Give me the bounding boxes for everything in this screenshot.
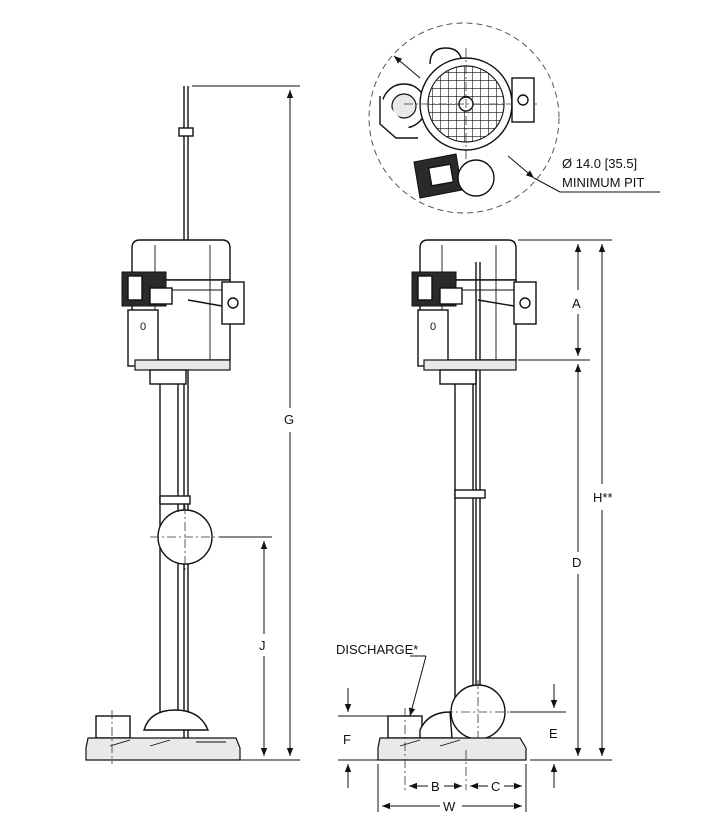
dimension-a: A bbox=[518, 239, 612, 361]
dimension-b: B bbox=[409, 779, 462, 794]
label-a: A bbox=[572, 296, 581, 311]
label-f: F bbox=[343, 732, 351, 747]
label-c: C bbox=[491, 779, 500, 794]
label-w: W bbox=[443, 799, 456, 814]
dimension-w: W bbox=[377, 764, 522, 814]
motor-mark-right: 0 bbox=[430, 321, 436, 333]
dimension-j: J bbox=[220, 536, 272, 756]
side-view-left: 0 bbox=[85, 86, 245, 764]
label-b: B bbox=[431, 779, 440, 794]
pit-diameter-label: Ø 14.0 [35.5] bbox=[562, 156, 637, 171]
discharge-callout: DISCHARGE* bbox=[336, 642, 427, 717]
label-g: G bbox=[284, 412, 294, 427]
dimension-e: E bbox=[510, 684, 566, 788]
dimension-d: D bbox=[572, 364, 581, 756]
motor-mark-left: 0 bbox=[140, 321, 146, 333]
label-e: E bbox=[549, 726, 558, 741]
pit-caption-label: MINIMUM PIT bbox=[562, 175, 644, 190]
label-discharge: DISCHARGE* bbox=[336, 642, 418, 657]
label-d: D bbox=[572, 555, 581, 570]
side-view-right: 0 bbox=[377, 239, 537, 790]
dimension-h: H** bbox=[530, 244, 613, 761]
dimension-g: G bbox=[190, 85, 300, 761]
top-view: Ø 14.0 [35.5] MINIMUM PIT bbox=[368, 22, 660, 214]
label-h: H** bbox=[593, 490, 613, 505]
label-j: J bbox=[259, 638, 266, 653]
dimension-f: F bbox=[338, 688, 388, 788]
dimension-c: C bbox=[470, 764, 527, 812]
